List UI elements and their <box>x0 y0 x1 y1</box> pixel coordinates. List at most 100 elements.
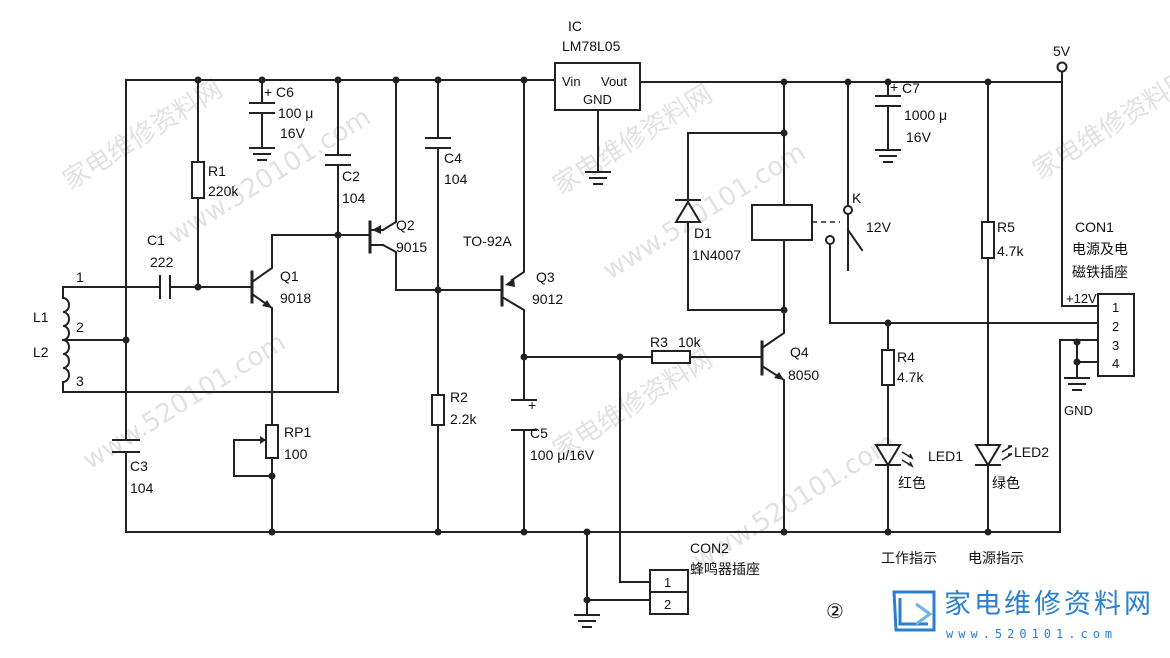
led2-function: 电源指示 <box>968 551 1024 567</box>
capacitor-c6: + C6 100 μ 16V <box>249 84 313 141</box>
logo-url: www.520101.com <box>946 627 1117 641</box>
c6-value: 100 μ <box>278 105 313 121</box>
con1-gnd-label: GND <box>1064 403 1093 418</box>
c5-value: 100 μ/16V <box>530 447 595 463</box>
ground-icon <box>249 147 275 161</box>
led2-color: 绿色 <box>992 475 1020 492</box>
con2-desc: 蜂鸣器插座 <box>690 561 760 578</box>
c2-name: C2 <box>342 168 360 184</box>
ground-symbols <box>249 147 1090 628</box>
q3-part: 9012 <box>532 291 563 307</box>
c7-name: C7 <box>902 80 920 96</box>
potentiometer-rp1: RP1 100 <box>260 424 311 462</box>
led-led1: 红色 工作指示 LED1 <box>874 444 963 567</box>
ic-top-label: IC <box>568 18 582 34</box>
capacitor-c2: C2 104 <box>325 154 366 206</box>
supply-5v-terminal: 5V <box>1053 43 1071 73</box>
d1-part: 1N4007 <box>692 247 741 263</box>
logo-text: 家电维修资料网 <box>944 589 1154 620</box>
ground-icon <box>574 614 600 628</box>
resistor-r5: R5 4.7k <box>981 219 1024 259</box>
q1-name: Q1 <box>280 268 299 284</box>
q2-part: 9015 <box>396 239 427 255</box>
c2-value: 104 <box>342 190 366 206</box>
c6-voltage: 16V <box>280 125 306 141</box>
c3-name: C3 <box>130 458 148 474</box>
figure-number: ② <box>826 599 844 623</box>
connector-con1: 1 2 3 4 CON1 电源及电 磁铁插座 +12V GND <box>1064 219 1135 418</box>
watermark-layer: 家电维修资料网 www.520101.com 家电维修资料网 www.52010… <box>58 64 1170 576</box>
regulator-lm78l05: IC LM78L05 Vin Vout GND <box>554 18 641 111</box>
relay-k: K 12V <box>751 190 892 252</box>
c1-value: 222 <box>150 254 174 270</box>
c1-name: C1 <box>147 232 165 248</box>
watermark-text: www.520101.com <box>78 327 291 476</box>
con2-name: CON2 <box>690 540 729 556</box>
q1-part: 9018 <box>280 290 311 306</box>
led1-color: 红色 <box>898 475 926 492</box>
r2-value: 2.2k <box>450 411 477 427</box>
c4-name: C4 <box>444 150 462 166</box>
c5-plus: + <box>528 397 536 413</box>
r2-name: R2 <box>450 389 468 405</box>
coil-l1-label: L1 <box>33 309 49 325</box>
c6-plus: + <box>264 84 272 100</box>
capacitor-c3: C3 104 <box>112 439 154 496</box>
resistor-r3: R3 10k <box>650 334 702 364</box>
q2-name: Q2 <box>396 217 415 233</box>
led1-function: 工作指示 <box>881 551 937 567</box>
ground-icon <box>875 149 901 163</box>
resistor-r1: R1 220k <box>191 161 239 199</box>
r3-value: 10k <box>678 334 702 350</box>
r4-name: R4 <box>897 349 915 365</box>
coil-pin-3: 3 <box>76 373 84 389</box>
con1-pin-4: 4 <box>1112 356 1119 371</box>
r1-value: 220k <box>208 183 239 199</box>
transistor-q3: Q3 9012 TO-92A <box>463 233 563 307</box>
site-logo: 家电维修资料网 www.520101.com <box>892 589 1154 641</box>
c6-name: C6 <box>276 84 294 100</box>
ground-icon <box>585 171 611 185</box>
relay-k-label: K <box>852 190 862 206</box>
rp1-value: 100 <box>284 446 308 462</box>
c7-plus: + <box>890 79 898 95</box>
supply-5v-label: 5V <box>1053 43 1071 59</box>
con1-pin-2: 2 <box>1112 319 1119 334</box>
con2-pin-1: 1 <box>664 575 671 590</box>
r5-name: R5 <box>997 219 1015 235</box>
ground-icon <box>1064 377 1090 391</box>
capacitor-c5: + C5 100 μ/16V <box>511 397 595 463</box>
q3-name: Q3 <box>536 269 555 285</box>
package-label: TO-92A <box>463 233 512 249</box>
r3-name: R3 <box>650 334 668 350</box>
wires <box>62 71 1099 616</box>
con1-pin-3: 3 <box>1112 338 1119 353</box>
ic-part-label: LM78L05 <box>562 38 621 54</box>
coil-l1-l2: 1 2 3 L1 L2 <box>33 269 84 393</box>
capacitor-c4: C4 104 <box>425 137 468 187</box>
con2-pin-2: 2 <box>664 597 671 612</box>
led-led2: 绿色 电源指示 LED2 <box>968 444 1049 567</box>
coil-pin-1: 1 <box>76 269 84 285</box>
c5-name: C5 <box>530 425 548 441</box>
coil-pin-2: 2 <box>76 319 84 335</box>
c7-voltage: 16V <box>906 129 932 145</box>
junctions <box>122 76 1081 604</box>
transistor-q2: Q2 9015 <box>368 217 427 255</box>
ic-gnd-label: GND <box>583 92 612 107</box>
c4-value: 104 <box>444 171 468 187</box>
c7-value: 1000 μ <box>904 107 947 123</box>
resistor-r4: R4 4.7k <box>881 349 924 386</box>
r5-value: 4.7k <box>997 243 1024 259</box>
ic-vin-label: Vin <box>562 74 581 89</box>
c3-value: 104 <box>130 480 154 496</box>
resistor-r2: R2 2.2k <box>431 389 477 427</box>
relay-voltage: 12V <box>866 219 892 235</box>
led1-name: LED1 <box>928 448 963 464</box>
d1-name: D1 <box>694 225 712 241</box>
transistor-q1: Q1 9018 <box>250 268 311 308</box>
con1-name: CON1 <box>1075 219 1114 235</box>
con1-desc-2: 磁铁插座 <box>1072 265 1128 281</box>
coil-l2-label: L2 <box>33 344 49 360</box>
